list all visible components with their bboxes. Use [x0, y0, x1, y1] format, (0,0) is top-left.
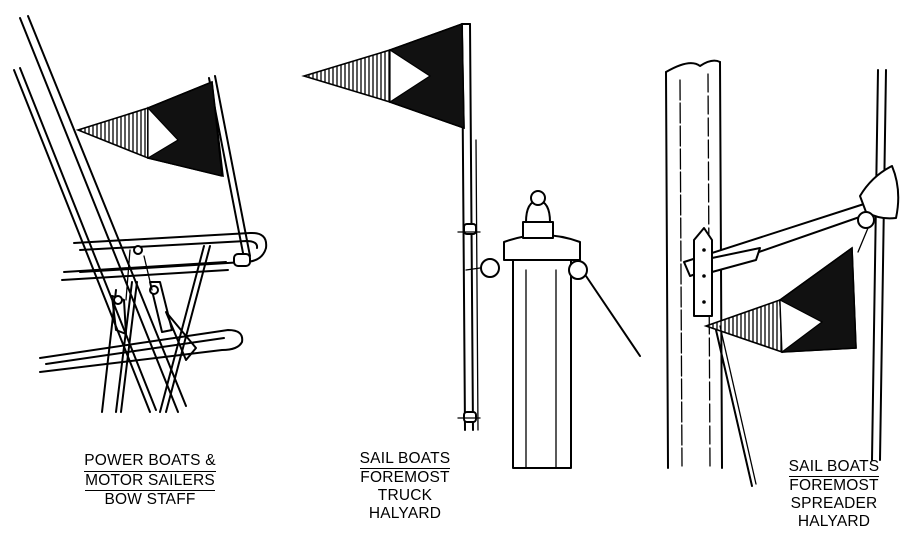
caption-line: FOREMOST	[774, 477, 894, 495]
caption-line: FOREMOST	[350, 469, 460, 487]
truck-halyard-drawing	[304, 24, 640, 468]
caption-line: TRUCK	[350, 487, 460, 505]
mast-truck	[466, 191, 640, 468]
caption-line: MOTOR SAILERS	[75, 472, 225, 492]
truck-burgee-flag	[304, 24, 464, 128]
spreader-halyard-drawing	[666, 61, 898, 486]
bow-staff-drawing	[14, 16, 266, 412]
caption-line: SAIL BOATS	[350, 450, 460, 469]
caption-line: SPREADER	[774, 495, 894, 513]
forestay	[14, 16, 186, 412]
caption-line: SAIL BOATS	[774, 458, 894, 477]
caption-line: HALYARD	[774, 513, 894, 531]
caption-bow-staff: POWER BOATS & MOTOR SAILERS BOW STAFF	[75, 452, 225, 510]
caption-truck-halyard: SAIL BOATS FOREMOST TRUCK HALYARD	[350, 450, 460, 523]
caption-line: POWER BOATS &	[75, 452, 225, 472]
caption-spreader-halyard: SAIL BOATS FOREMOST SPREADER HALYARD	[774, 458, 894, 531]
caption-line: BOW STAFF	[75, 491, 225, 510]
caption-line: HALYARD	[350, 505, 460, 523]
bow-burgee-flag	[78, 82, 223, 176]
shrouds	[872, 70, 886, 460]
